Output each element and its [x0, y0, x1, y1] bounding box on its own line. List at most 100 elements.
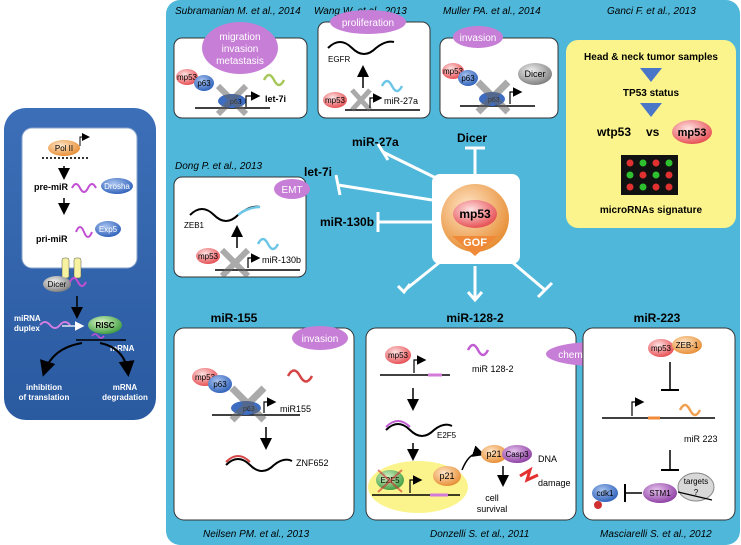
p21-shape-2: [481, 445, 507, 463]
tss-dicer: [509, 87, 523, 104]
mir130b-target-label: miR-130b: [262, 255, 301, 265]
badge-migration-text-1: migration: [219, 32, 260, 43]
citation-muller: Muller PA. et al., 2014: [443, 6, 541, 17]
stm1-label: STM1: [649, 489, 671, 498]
ganci-title: Head & neck tumor samples: [584, 52, 718, 63]
znf652-mir155-bound: [225, 455, 251, 463]
casp3-label: Casp3: [505, 450, 529, 459]
mp53-label-mir1282: mp53: [388, 351, 409, 360]
mir130b-hairpin: [256, 237, 280, 251]
tss-arrow: [79, 133, 90, 146]
mir155-target-label: miR155: [280, 404, 311, 414]
mp53-label-mir27a: mp53: [325, 96, 346, 105]
badge-proliferation: [330, 10, 406, 34]
mp53-shape-mir223: [648, 339, 674, 357]
stm1-shape: [643, 483, 677, 503]
label-mir223: miR-223: [634, 311, 681, 325]
arrow-to-degradation: [99, 342, 135, 377]
p63-label-dicer: p63: [461, 74, 475, 83]
p63-shape-dicer: [458, 70, 478, 86]
mp53-shape-mir130b: [196, 248, 220, 264]
box-mir223: [582, 327, 736, 521]
dicer-label-left: Dicer: [48, 280, 67, 289]
targets-label: targets: [684, 477, 708, 486]
e2f5-mrna-label: E2F5: [437, 431, 457, 440]
label-mir130b: miR-130b: [320, 215, 374, 229]
inhibition-label-1: inhibition: [26, 383, 62, 392]
label-mir155: miR-155: [211, 311, 258, 325]
dicer-shape-left: [43, 276, 71, 292]
pol-ii-shape: [48, 140, 80, 156]
tss-let7i: [245, 91, 261, 107]
label-dicer: Dicer: [457, 131, 487, 145]
p63-shape-let7i: [194, 75, 214, 91]
label-mir1282: miR-128-2: [446, 311, 504, 325]
inhibit-let7i: [337, 183, 433, 202]
inhibit-mir27a: [382, 150, 441, 182]
ganci-arrow-1: [640, 68, 662, 82]
badge-emt: [274, 179, 310, 199]
tss-mir130b: [247, 253, 261, 268]
e2f5-cross: [377, 469, 403, 493]
activate-mir1282-head: [466, 291, 484, 303]
mir155-hairpin: [286, 369, 314, 383]
citation-ganci: Ganci F. et al., 2013: [607, 6, 696, 17]
block-cross-mir130b: [219, 247, 251, 279]
znf652-label: ZNF652: [296, 458, 329, 468]
survival-label-1: cell: [485, 493, 499, 503]
block-cross-dicer: [475, 79, 511, 115]
badge-invasion-mir155: [292, 326, 348, 350]
p21-shape-1: [433, 466, 461, 486]
badge-emt-text: EMT: [281, 185, 302, 196]
mp53-label-mir130b: mp53: [198, 252, 219, 261]
badge-invasion-mir155-text: invasion: [302, 334, 339, 345]
mrna-label: mRNA: [110, 344, 135, 353]
pre-mir-hairpin: [71, 183, 97, 193]
mir1282-hairpin: [466, 343, 490, 357]
center-mp53-label: mp53: [459, 207, 491, 221]
block-cross-mir27a: [350, 88, 372, 112]
zeb1-mrna-binding: [237, 205, 261, 216]
damage-label: damage: [538, 478, 571, 488]
label-mir27a: miR-27a: [352, 135, 399, 149]
mp53-shape-mir27a: [323, 92, 347, 108]
risc-shape: [88, 316, 122, 334]
ganci-status: TP53 status: [623, 88, 680, 99]
mp53-label-dicer: mp53: [443, 67, 464, 76]
mrna-bound-mirna: [91, 333, 105, 339]
mirna-duplex-wave: [39, 321, 71, 329]
inhibit-mir223: [511, 260, 546, 292]
ganci-wt: wtp53: [596, 125, 631, 139]
tss-mir223: [631, 397, 645, 416]
box-mir155: [173, 327, 355, 521]
mp53-shape-let7i: [176, 69, 198, 85]
ganci-mp53-label: mp53: [678, 127, 707, 139]
drosha-shape: [101, 178, 133, 194]
tss-mir27a: [369, 93, 383, 108]
inhibit-mir223-bar: [536, 281, 554, 299]
znf652-mrna: [225, 458, 293, 472]
degradation-label-1: mRNA: [113, 383, 138, 392]
badge-invasion-dicer: [453, 26, 503, 48]
inhibition-label-2: of translation: [19, 393, 70, 402]
badge-migration-text-2: invasion: [222, 44, 259, 55]
zeb1-shape-mir223: [672, 336, 702, 354]
badge-proliferation-text: proliferation: [342, 18, 394, 29]
casp3-shape: [502, 445, 532, 463]
label-let7i: let-7i: [304, 165, 332, 179]
p21-label-2: p21: [486, 449, 501, 459]
inhibit-let7i-bar: [334, 174, 342, 196]
nuclear-pore-right: [73, 257, 82, 279]
box-ganci: [566, 40, 736, 228]
mp53-label-let7i: mp53: [177, 73, 198, 82]
mir27a-hairpin: [380, 79, 404, 93]
badge-migration: [202, 22, 278, 74]
egfr-label: EGFR: [328, 55, 350, 64]
e2f5-mrna: [385, 423, 453, 437]
ganci-arrow-2: [640, 103, 662, 117]
cdk1-phospho: [594, 501, 602, 509]
degradation-label-2: degradation: [102, 393, 148, 402]
mir1282-target-label: miR 128-2: [472, 364, 514, 374]
let7i-hairpin: [262, 73, 286, 87]
